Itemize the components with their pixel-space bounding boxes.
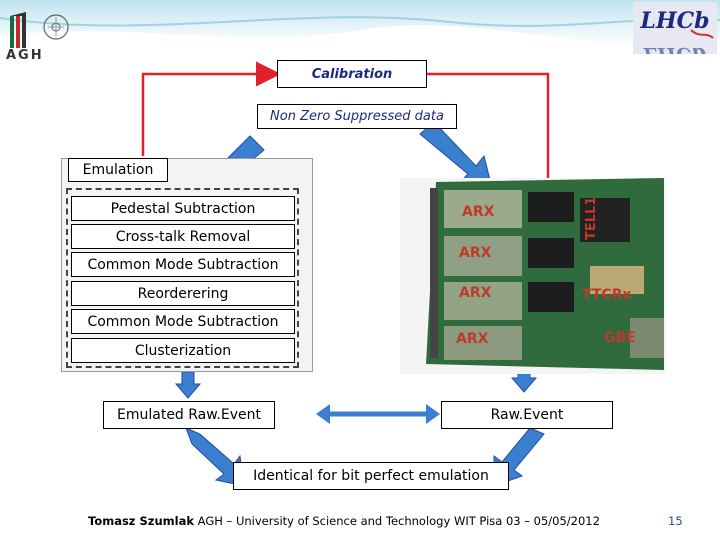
lhcb-logo: LHCb LHCb [633,2,717,54]
emulation-steps-frame [66,188,299,368]
step-reordering: Reorderering [71,281,295,306]
identical-emulation-box: Identical for bit perfect emulation [233,462,509,490]
tell1-board-image [400,178,666,374]
step-clusterization: Clusterization [71,338,295,363]
step-pedestal-subtraction: Pedestal Subtraction [71,196,295,221]
board-label-arx-4: ARX [456,331,489,347]
step-common-mode-subtraction-1: Common Mode Subtraction [71,252,295,277]
footer-author: Tomasz Szumlak [88,514,194,528]
board-label-gbe: GBE [604,330,636,346]
blue-arrow-nzs-to-board [419,121,493,189]
double-arrow-right-head [426,404,440,424]
step-common-mode-subtraction-2: Common Mode Subtraction [71,309,295,334]
agh-logo-text: AGH [6,48,44,63]
raw-event-box: Raw.Event [441,401,613,429]
header-wave-band [0,0,720,45]
footer-description: AGH – University of Science and Technolo… [194,514,600,528]
blue-arrow-to-emulated-raw [174,371,202,399]
board-label-arx-3: ARX [459,285,492,301]
board-label-ttcrx: TTCRx [582,287,632,303]
red-arrow-to-calibration [141,61,281,156]
double-arrow-left-head [316,404,330,424]
board-label-arx-2: ARX [459,245,492,261]
agh-logo [10,12,26,48]
footer-text: Tomasz Szumlak AGH – University of Scien… [88,514,600,528]
board-label-tell1: TELL1 [584,196,599,240]
nzs-data-box: Non Zero Suppressed data [257,104,457,129]
lhcb-logo-reflection: LHCb [643,43,707,54]
board-label-arx-1: ARX [462,204,495,220]
step-cross-talk-removal: Cross-talk Removal [71,224,295,249]
emulated-raw-event-box: Emulated Raw.Event [103,401,275,429]
page-number: 15 [668,514,683,528]
emulation-label: Emulation [68,158,168,182]
crest-icon [43,14,69,40]
lhcb-logo-text: LHCb [639,8,709,34]
calibration-box: Calibration [277,60,427,88]
red-arrow-to-board [426,72,561,221]
